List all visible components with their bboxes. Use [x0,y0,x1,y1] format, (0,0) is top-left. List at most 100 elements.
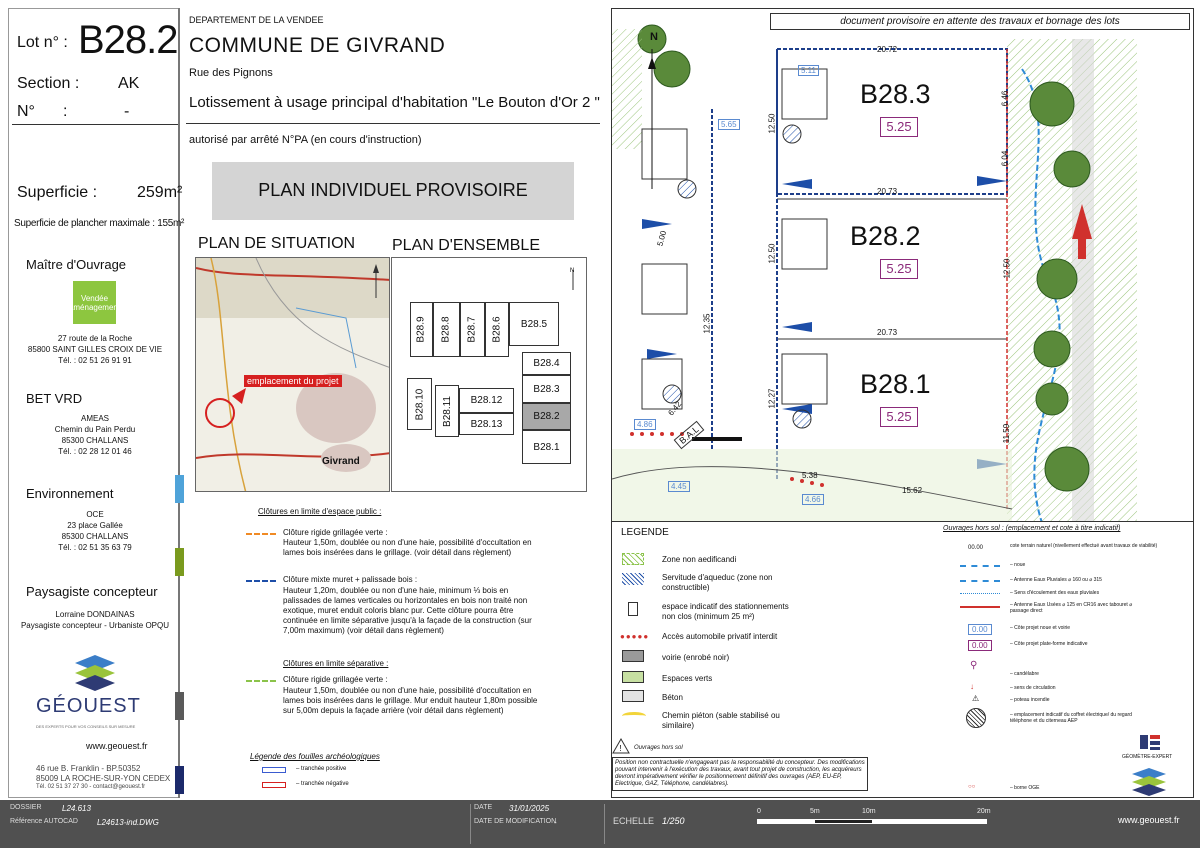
plancher-text: Superficie de plancher maximale : 155m² [14,218,185,229]
street: Rue des Pignons [189,67,273,79]
paysagiste-role: Paysagiste concepteur - Urbaniste OPQU [20,621,170,630]
scale-tick-20m: 20m [977,808,991,815]
legend-sym-espaces-verts [622,671,644,683]
date-label: DATE [474,804,493,811]
legend-chemin: Chemin piéton (sable stabilisé ou simila… [662,711,780,730]
ensemble-plan: N B28.9 B28.8 B28.7 B28.6 B28.5 B28.4 B2… [391,257,587,492]
tab-paysage [175,548,184,576]
legend-sym-beton [622,690,644,702]
paysagiste-title: Paysagiste concepteur [26,584,158,599]
lot-b28-4: B28.4 [522,352,571,375]
bet-name: AMEAS [80,414,109,423]
lot-b28-13: B28.13 [459,413,514,435]
legend-sym-chemin [622,712,646,720]
departement: DEPARTEMENT DE LA VENDEE [189,15,324,25]
fouilles-title: Légende des fouilles archéologiques [250,752,380,761]
bet-tel: Tél. : 02 28 12 01 46 [58,447,132,456]
geouest-tagline: DES EXPERTS POUR VOS CONSEILS SUR MESURE [36,724,136,729]
footer-separator-2 [604,804,605,844]
ensemble-title: PLAN D'ENSEMBLE [392,237,540,254]
env-title: Environnement [26,486,114,501]
leg-right-borne: – borne OGE [1010,785,1040,791]
legend-sym-voirie [622,650,644,662]
scale-tick-0: 0 [757,808,761,815]
geometre-expert-label: GÉOMÈTRE-EXPERT [1122,754,1173,760]
footer-separator [470,804,471,844]
cloture-item3-title: Clôture rigide grillagée verte : [283,675,388,684]
geometre-expert-logo-icon [1140,735,1160,750]
geouest-addr1: 46 rue B. Franklin - BP.50352 [36,764,141,773]
leg-right-poteau: – poteau incendie [1010,697,1050,703]
header-divider [186,123,600,124]
legend-servitude: Servitude d'aqueduc (zone non constructi… [662,573,773,592]
dim-20-72: 20.72 [877,45,898,54]
cote-4-86: 4.86 [634,419,656,430]
lot-b28-1: B28.1 [522,430,571,464]
ouvrages-title: Ouvrages hors sol [634,745,683,751]
lot-b28-8: B28.8 [441,316,453,343]
bet-addr1: Chemin du Pain Perdu [54,425,136,434]
echelle-label: ECHELLE [613,816,655,826]
dim-12-35: 12.35 [702,313,712,334]
cloture-green-symbol [246,680,276,682]
svg-text:!: ! [620,744,622,753]
legend-zone-non-aedificandi: Zone non aedificandi [662,555,737,564]
bet-title: BET VRD [26,391,83,406]
legend-panel [611,522,1194,798]
lot-b28-12: B28.12 [459,388,514,413]
sym-ecoulement [960,593,1000,594]
leg-right-ecoulement: – Sens d'écoulement des eaux pluviales [1010,590,1100,596]
legend-voirie: voirie (enrobé noir) [662,653,730,662]
cote-5-11: 5.11 [798,65,819,76]
moa-addr1: 27 route de la Roche [57,334,133,343]
section-value: AK [118,75,140,92]
leg-right-coffret: – emplacement indicatif du coffret élect… [1010,712,1132,724]
leg-right-antenne-ep: – Antenne Eaux Pluviales ⌀ 160 ou ⌀ 315 [1010,577,1102,583]
cloture-public-title: Clôtures en limite d'espace public : [258,507,382,516]
superficie-label: Superficie : [17,184,98,201]
dim-12-50c: 12.50 [1002,258,1012,279]
ouvrages-note: Position non contractuelle n'engageant p… [612,757,868,791]
plan-drawing [612,24,1137,521]
leg-right-candelabre: – candélabre [1010,671,1039,677]
leg-right-cote-noue: – Côte projet noue et voirie [1010,625,1071,631]
sym-antenne-eu [960,606,1000,608]
dim-12-50a: 12.50 [767,113,777,134]
arrete: autorisé par arrêté N°PA (en cours d'ins… [189,134,422,146]
tab-contact [175,766,184,794]
ouvrages-right-title: Ouvrages hors sol : (emplacement et cote… [943,525,1121,532]
leg-right-cote-terrain: cote terrain naturel (nivellement effect… [1010,543,1158,549]
lot-b28-10: B28.10 [414,388,426,420]
leg-right-antenne-eu: – Antenne Eaux Usées ⌀ 125 en CR16 avec … [1010,602,1133,614]
geouest-name: GÉOUEST [36,695,141,717]
legend-beton: Béton [662,693,683,702]
sym-cote-noue: 0.00 [968,624,992,635]
lot-b28-7: B28.7 [467,316,479,343]
legend-sym-zone-non-aedificandi [622,553,644,565]
ensemble-north-icon: N [570,268,574,290]
dim-11-59: 11.59 [1002,423,1012,444]
env-addr1: 23 place Gallée [67,521,123,530]
date-value: 31/01/2025 [509,804,550,813]
bet-addr2: 85300 CHALLANS [61,436,129,445]
cloture-item3-body: Hauteur 1,50m, doublée ou non d'une haie… [283,686,538,715]
lot-b28-3: B28.3 [522,375,571,403]
map-project-label: emplacement du projet [244,375,342,387]
candelabre-icon: ⚲ [970,660,978,671]
cloture-orange-symbol [246,533,276,535]
lot-b28-11: B28.11 [441,395,453,427]
footer-web[interactable]: www.geouest.fr [1118,815,1180,825]
plan-north-label: N [650,31,658,43]
cloture-item2-body: Hauteur 1,20m, doublée ou non d'une haie… [283,586,532,635]
superficie-value: 259m² [137,184,183,201]
parcel-number-label: N° [17,103,35,120]
poteau-incendie-icon: ⚠ [972,694,980,703]
cloture-item2-title: Clôture mixte muret + palissade bois : [283,575,418,584]
scale-tick-5m: 5m [810,808,820,815]
sym-cote-terrain: 00.00 [968,545,984,551]
tranchee-pos-symbol [262,767,286,773]
plan-banner: PLAN INDIVIDUEL PROVISOIRE [212,162,574,220]
geouest-web[interactable]: www.geouest.fr [86,741,148,751]
date-modif-value: - [554,818,557,827]
lot-b28-5: B28.5 [509,302,559,346]
